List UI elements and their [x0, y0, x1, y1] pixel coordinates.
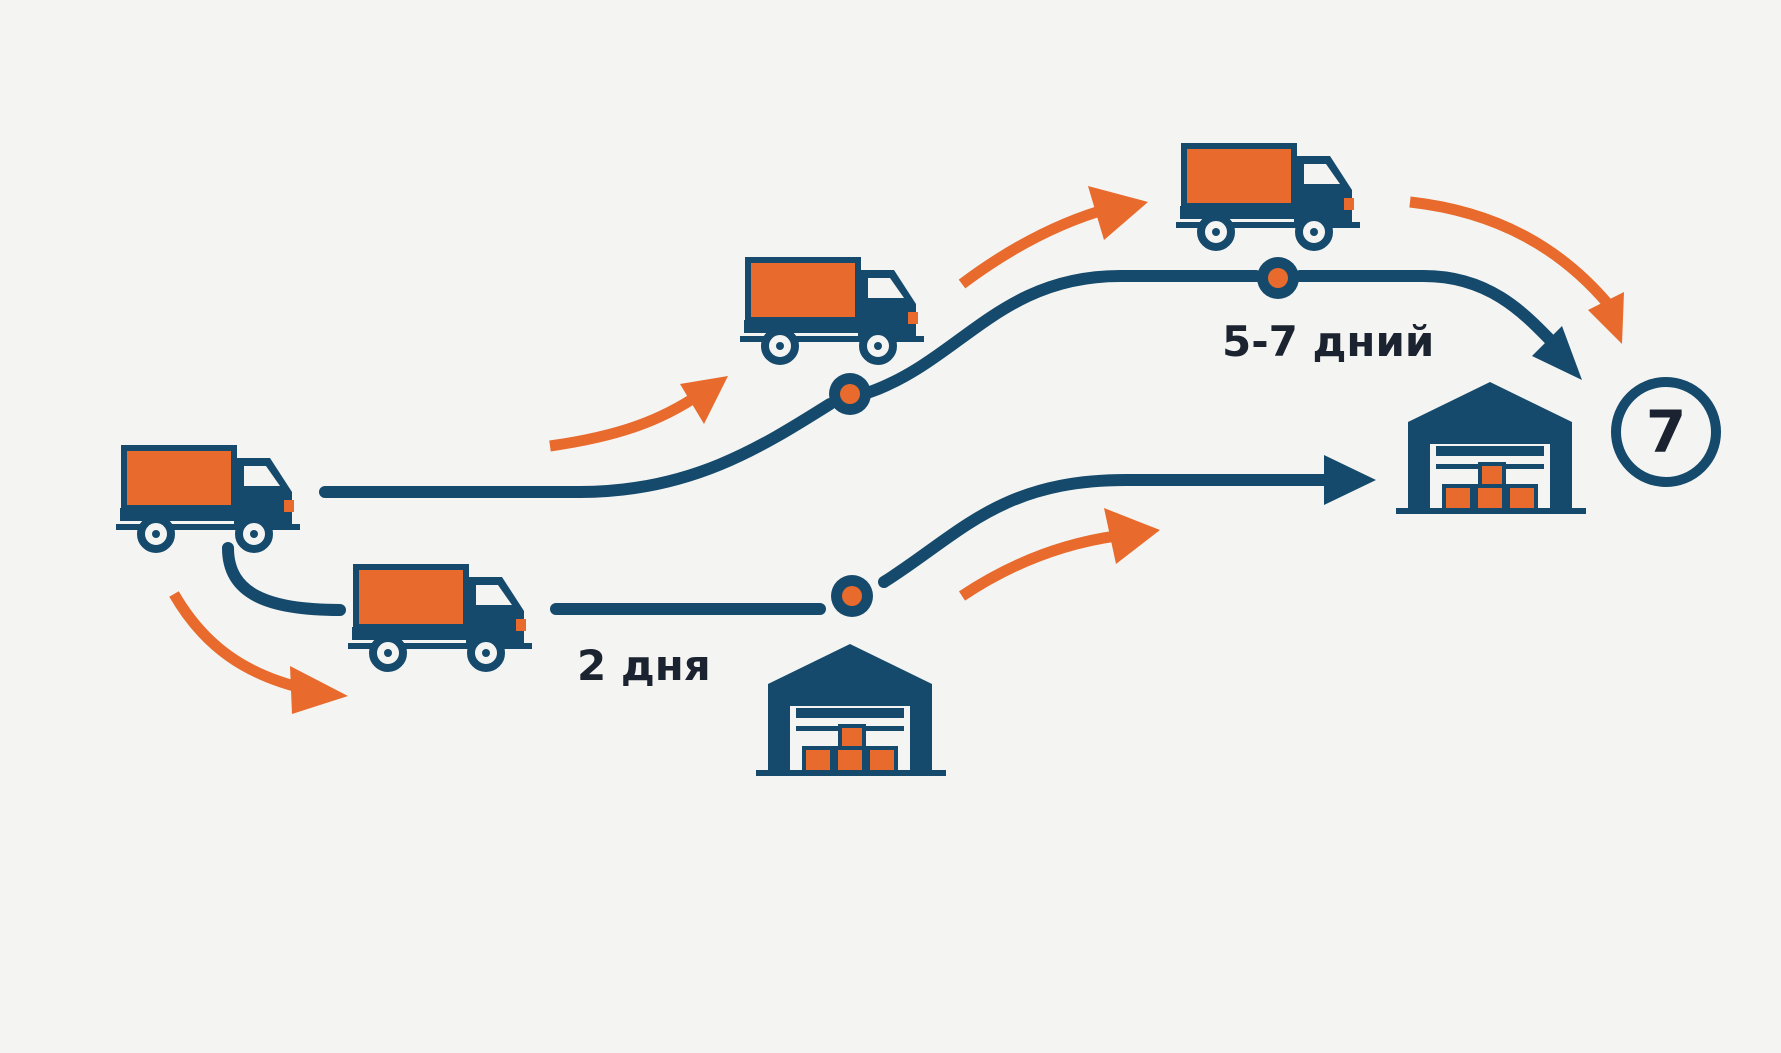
arrow-icon: [1409, 196, 1624, 344]
route-lower-start: [222, 542, 346, 616]
waypoint-marker-lower: [831, 575, 873, 617]
warehouse-icon: [1394, 380, 1588, 516]
arrow-icon: [169, 591, 348, 714]
route-upper-to-warehouse: [1294, 270, 1566, 356]
route-lower-arrowhead: [1324, 455, 1376, 505]
arrow-icon: [549, 376, 728, 452]
truck-icon: [740, 260, 924, 361]
truck-icon: [116, 448, 300, 549]
route-lower-continued: [878, 474, 1336, 588]
count-badge: 7: [1611, 377, 1721, 487]
route-upper: [319, 398, 836, 498]
truck-icon: [348, 567, 532, 668]
slow-route-label: 5-7 дний: [1222, 317, 1434, 366]
fast-route-label: 2 дня: [577, 641, 711, 690]
count-badge-label: 7: [1646, 398, 1686, 466]
route-upper-continued: [864, 270, 1262, 398]
waypoint-marker-top: [1257, 257, 1299, 299]
route-upper-arrowhead: [1532, 326, 1582, 380]
arrow-icon: [958, 508, 1160, 601]
waypoint-marker-upper: [829, 373, 871, 415]
arrow-icon: [958, 186, 1148, 289]
warehouse-icon: [754, 642, 948, 778]
truck-icon: [1176, 146, 1360, 247]
